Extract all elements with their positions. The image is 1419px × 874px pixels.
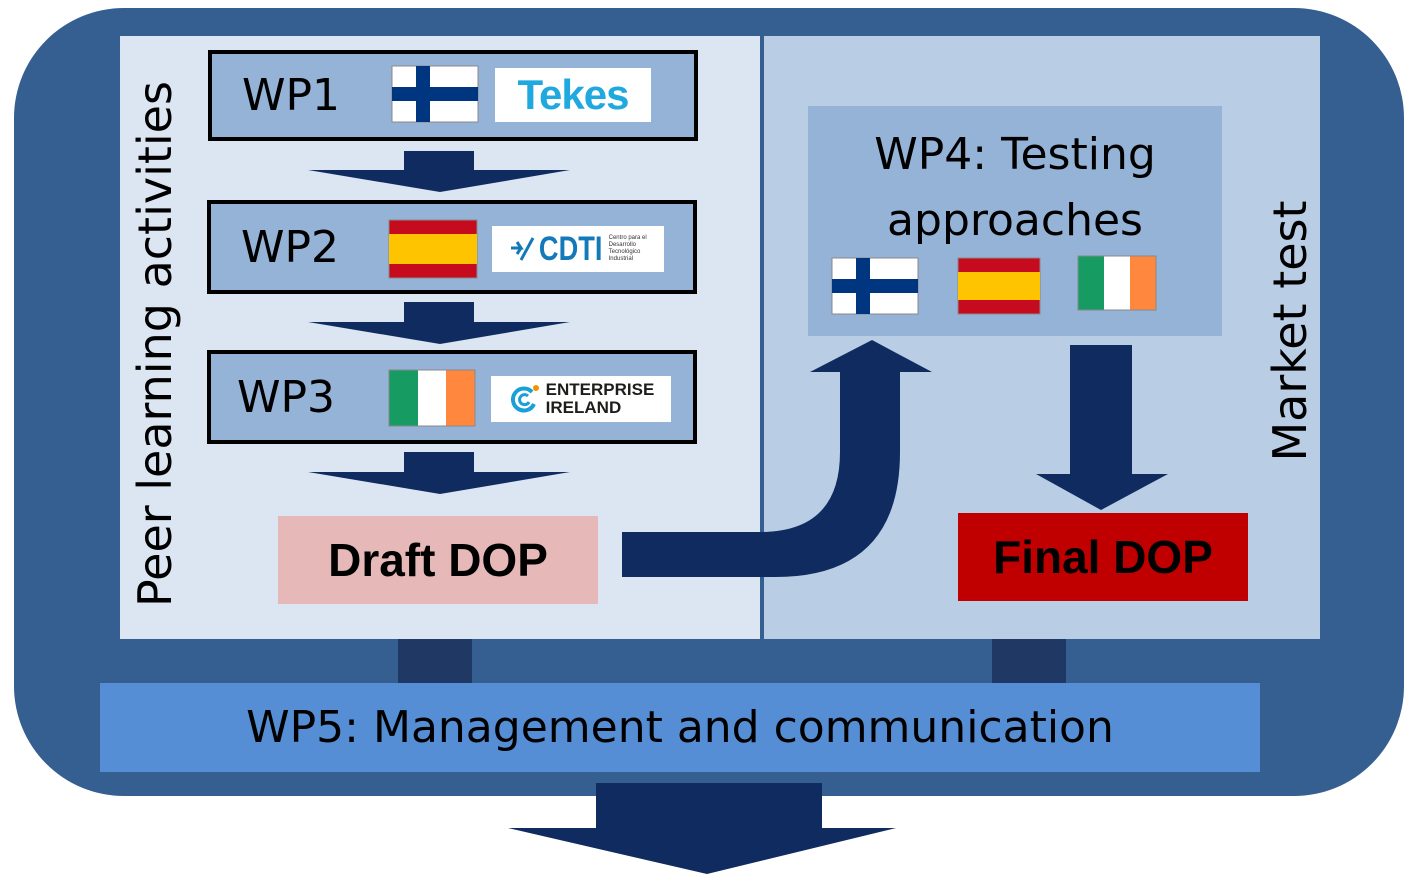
wp3-label: WP3 [237,372,336,423]
cdti-logo-subtext: Centro para el Desarrollo Tecnológico In… [609,235,647,263]
spain-flag [388,219,478,279]
wp3-box: WP3 ENTERPRISE IRELAND [207,350,697,444]
ireland-text: IRELAND [545,398,622,417]
panel-divider [760,36,764,639]
cdti-sub-2: Desarrollo [608,242,636,248]
arrow-draft-wp4 [622,340,932,577]
wp4-finland-flag [831,257,919,315]
cdti-logo: CDTI Centro para el Desarrollo Tecnológi… [492,226,664,272]
cdti-sub-4: Industrial [608,256,633,262]
wp2-box: WP2 CDTI Centro para el Desarrollo Tecno… [207,200,697,294]
wp4-box: WP4: Testing approaches [808,106,1222,336]
cdti-mark-icon [511,237,535,261]
ireland-flag [388,369,476,427]
finland-flag [391,65,479,123]
arrow-wp2-wp3 [308,302,570,344]
wp4-title: WP4: Testing approaches [808,122,1222,254]
tekes-logo-text: Tekes [517,71,630,118]
arrow-output [508,783,896,874]
final-dop-box: Final DOP [958,513,1248,601]
wp4-ireland-flag [1077,255,1157,311]
right-connector [992,639,1066,683]
wp1-box: WP1 Tekes [208,50,698,141]
wp5-bar: WP5: Management and communication [100,683,1260,772]
enterprise-ireland-logo: ENTERPRISE IRELAND [491,376,671,422]
wp2-label: WP2 [241,222,340,273]
enterprise-text: ENTERPRISE [545,380,655,399]
tekes-logo: Tekes [495,68,651,122]
wp4-title-line2: approaches [887,195,1143,246]
left-connector [398,639,472,683]
cdti-sub-3: Tecnológico [608,249,641,255]
arrow-wp3-draft [308,452,570,494]
enterprise-ireland-mark-icon [510,385,539,413]
wp4-spain-flag [957,257,1041,315]
wp1-label: WP1 [242,70,341,121]
draft-dop-box: Draft DOP [278,516,598,604]
cdti-logo-text: CDTI [539,229,603,268]
arrow-wp1-wp2 [308,151,570,192]
arrow-wp4-final [1036,345,1168,510]
cdti-sub-1: Centro para el [608,235,647,241]
wp4-title-line1: WP4: Testing [874,129,1156,180]
